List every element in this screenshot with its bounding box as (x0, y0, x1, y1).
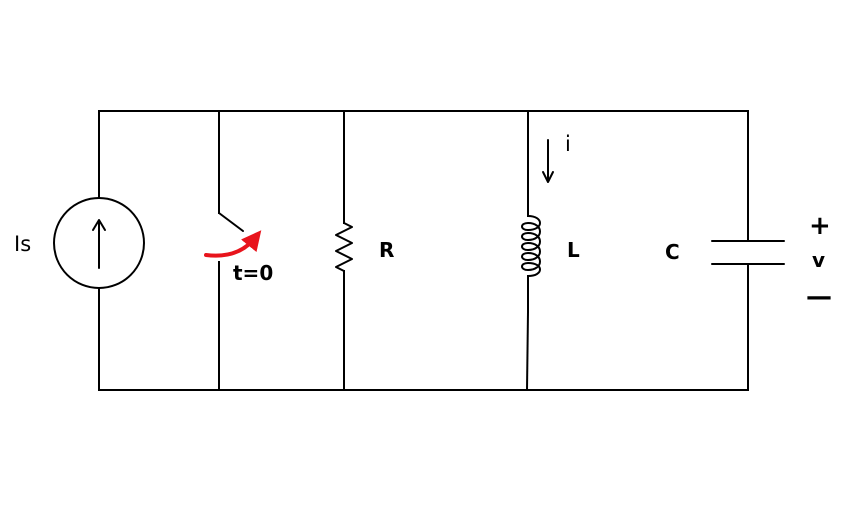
current-source-up-arrow-icon (92, 219, 106, 269)
inductor (521, 110, 541, 392)
switch (218, 110, 244, 391)
resistor (335, 110, 353, 391)
capacitor-label: C (665, 240, 680, 264)
resistor-label: R (379, 238, 394, 262)
capacitor (711, 110, 785, 391)
voltage-label: v (812, 248, 825, 272)
down-arrow-icon (542, 139, 554, 183)
voltage-minus-sign: — (806, 282, 832, 312)
current-source (53, 110, 145, 391)
voltage-plus-sign: + (809, 211, 831, 241)
switch-time-label: t=0 (233, 261, 273, 285)
current-label: i (565, 132, 571, 156)
curved-arrow-icon (204, 230, 262, 258)
source-label: Is (14, 232, 31, 256)
inductor-label: L (567, 238, 580, 262)
